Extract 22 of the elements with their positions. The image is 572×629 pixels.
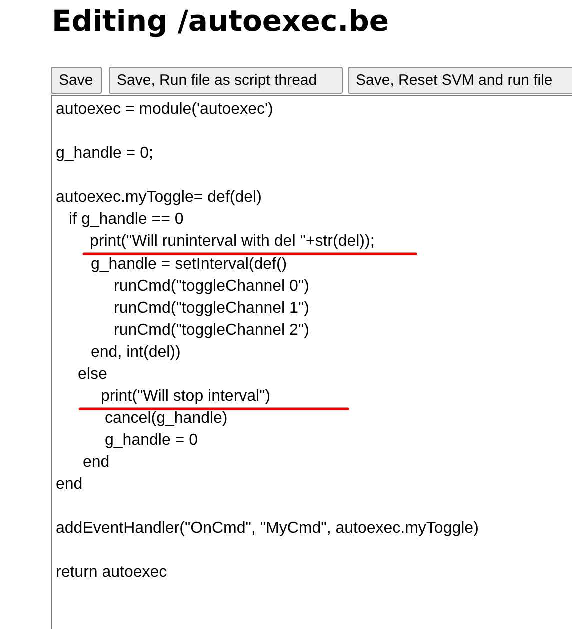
code-line: addEventHandler("OnCmd", "MyCmd", autoexec.myToggle) bbox=[56, 519, 479, 539]
code-line: print("Will stop interval") bbox=[101, 387, 271, 407]
code-line: else bbox=[78, 365, 108, 385]
code-line: cancel(g_handle) bbox=[105, 409, 228, 429]
code-line: autoexec = module('autoexec') bbox=[56, 100, 274, 120]
code-line: g_handle = setInterval(def() bbox=[91, 255, 288, 275]
code-line: end bbox=[83, 453, 110, 473]
code-line: autoexec.myToggle= def(del) bbox=[56, 188, 262, 208]
code-line: end, int(del)) bbox=[91, 343, 181, 363]
code-line: runCmd("toggleChannel 0") bbox=[114, 277, 310, 297]
code-line: runCmd("toggleChannel 2") bbox=[114, 321, 310, 341]
save-button: Save bbox=[51, 67, 102, 94]
code-line: if g_handle == 0 bbox=[69, 210, 184, 230]
code-line: print("Will runinterval with del "+str(del)); bbox=[90, 232, 375, 252]
code-line: runCmd("toggleChannel 1") bbox=[114, 299, 310, 319]
run-script-button: Save, Run file as script thread bbox=[109, 67, 343, 94]
code-line: end bbox=[56, 475, 83, 495]
code-line: g_handle = 0 bbox=[105, 431, 198, 451]
code-line: g_handle = 0; bbox=[56, 144, 154, 164]
page-title: Editing /autoexec.be bbox=[52, 4, 390, 38]
code-line: return autoexec bbox=[56, 563, 168, 583]
reset-and-run-button: Save, Reset SVM and run file bbox=[348, 67, 572, 94]
